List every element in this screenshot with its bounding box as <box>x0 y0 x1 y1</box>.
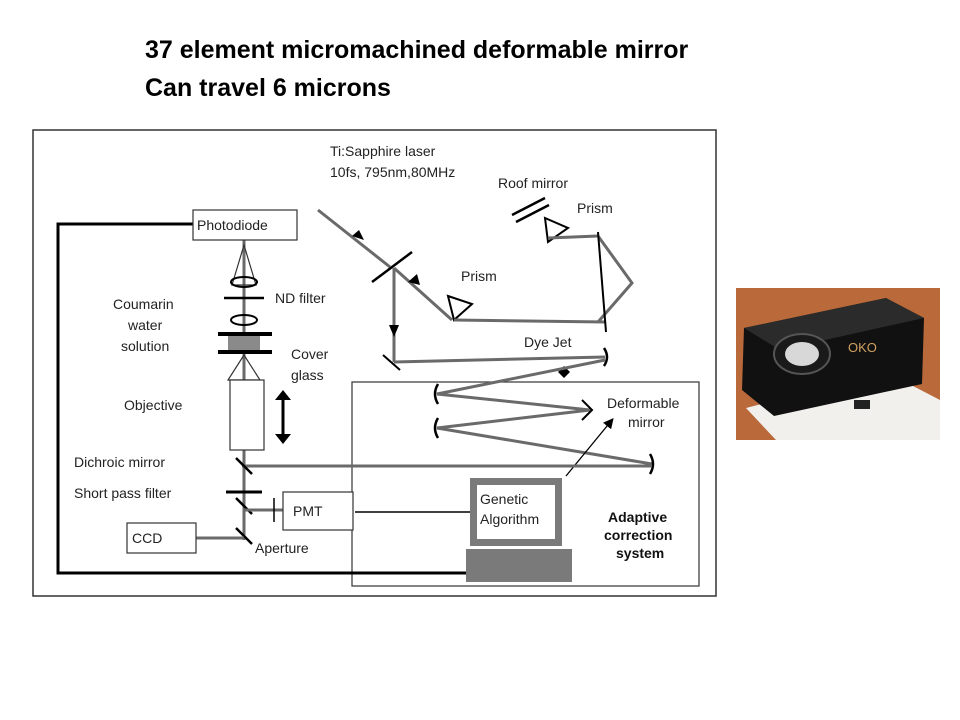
laser-label-1: Ti:Sapphire laser <box>330 143 436 159</box>
adaptive-label-1: Adaptive <box>608 509 667 525</box>
deformable-label-1: Deformable <box>607 395 680 411</box>
deformable-mirror-photo: OKO <box>736 288 940 440</box>
roof-mirror-b <box>515 203 550 224</box>
zig-mirror-3 <box>648 453 655 475</box>
beam-to-prism <box>392 266 454 322</box>
aperture-label: Aperture <box>255 540 309 556</box>
diagram-frame <box>32 129 717 597</box>
objective-label: Objective <box>124 397 183 413</box>
prism-top <box>543 216 571 244</box>
genetic-label-2: Algorithm <box>480 511 539 527</box>
photo-logo-text: OKO <box>848 340 877 355</box>
computer-screen <box>477 485 555 539</box>
lens-bottom <box>230 314 258 326</box>
short-pass-label: Short pass filter <box>74 485 172 501</box>
coumarin-label-3: solution <box>121 338 169 354</box>
beam-prism-to-right <box>453 318 606 324</box>
pmt-label: PMT <box>293 503 323 519</box>
adaptive-system-box <box>351 381 700 587</box>
beam-roof <box>547 234 599 240</box>
dye-jet-mirror <box>602 347 609 367</box>
photodiode-feedback-wire <box>56 222 470 575</box>
lens-top <box>230 276 258 288</box>
focus-cone <box>231 242 257 286</box>
laser-input-beam <box>317 208 391 269</box>
beam-to-dye-jet <box>393 355 606 364</box>
focus-arrow-down <box>275 434 291 444</box>
photo-chip <box>854 400 870 409</box>
ccd-mirror <box>235 527 253 545</box>
dichroic-mirror <box>235 457 253 475</box>
focus-arrow-up <box>275 390 291 400</box>
photodiode-box <box>192 209 298 241</box>
coumarin-label-1: Coumarin <box>113 296 174 312</box>
ccd-label: CCD <box>132 530 162 546</box>
title-line-1: 37 element micromachined deformable mirr… <box>145 36 689 64</box>
beam-fold-right <box>596 235 634 323</box>
coumarin-label-2: water <box>127 317 163 333</box>
dye-jet-label: Dye Jet <box>524 334 572 350</box>
beam-zigzag <box>436 358 653 466</box>
turning-mirror-left <box>382 354 401 371</box>
beam-prism-arrow <box>408 274 420 285</box>
fold-mirror-right <box>597 231 607 333</box>
objective-body <box>229 379 265 451</box>
genetic-label-1: Genetic <box>480 491 528 507</box>
cover-label-2: glass <box>291 367 324 383</box>
prism-top-label: Prism <box>577 200 613 216</box>
ccd-box <box>126 522 197 554</box>
computer-base <box>466 549 572 582</box>
roof-mirror-label: Roof mirror <box>498 175 568 191</box>
beam-splitter-mirror <box>371 251 413 283</box>
title-line-2: Can travel 6 microns <box>145 74 391 102</box>
roof-mirror-a <box>511 196 546 217</box>
adaptive-label-2: correction <box>604 527 672 543</box>
algorithm-to-mirror-arrow <box>565 417 614 477</box>
pmt-box <box>282 491 354 531</box>
cover-label-1: Cover <box>291 346 329 362</box>
coumarin-sample <box>228 336 260 350</box>
beam-down-arrow <box>389 325 399 337</box>
prism-mid-label: Prism <box>461 268 497 284</box>
zig-mirror-1 <box>433 383 440 405</box>
prism-mid <box>446 294 474 322</box>
photo-mirror-surface <box>785 342 819 366</box>
adaptive-label-3: system <box>616 545 664 561</box>
laser-label-2: 10fs, 795nm,80MHz <box>330 164 455 180</box>
zig-mirror-2 <box>433 417 440 439</box>
nd-filter-label: ND filter <box>275 290 326 306</box>
deformable-label-2: mirror <box>628 414 665 430</box>
photodiode-label: Photodiode <box>197 217 268 233</box>
deformable-mirror-tip <box>581 399 594 421</box>
beam-direction-arrow <box>352 230 364 240</box>
dichroic-label: Dichroic mirror <box>74 454 165 470</box>
